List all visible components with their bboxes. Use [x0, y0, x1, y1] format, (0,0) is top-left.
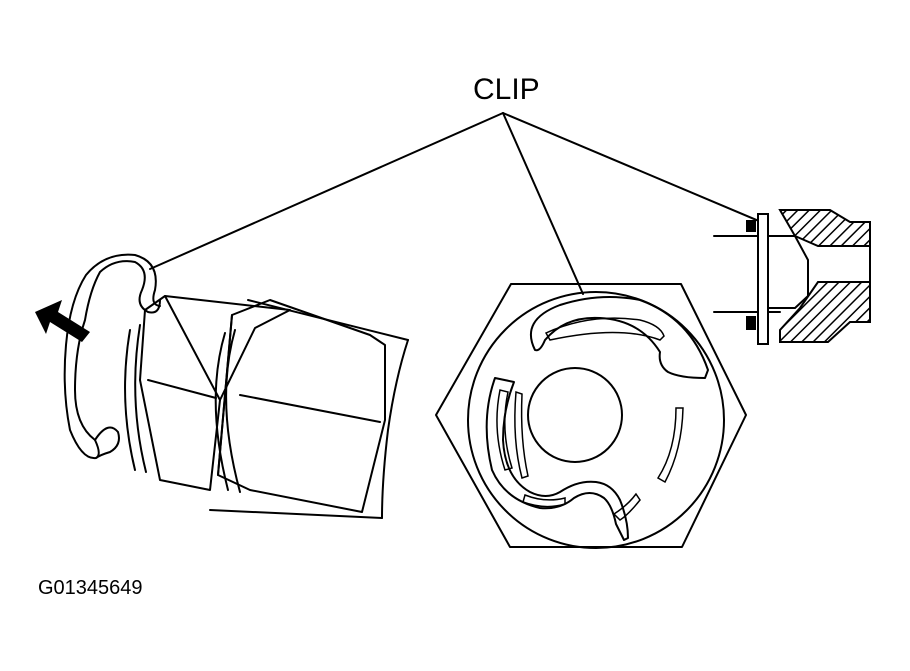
- bore-inner-circle: [527, 367, 623, 463]
- collar-ring: [124, 324, 147, 473]
- leader-line-center: [502, 112, 584, 295]
- figure-id: G01345649: [38, 577, 143, 599]
- hex-nut-rear: [217, 299, 386, 513]
- hose-clip-wire: [63, 253, 161, 460]
- hex-nut-face-view: [435, 283, 747, 549]
- section-upper-body: [778, 209, 871, 247]
- leader-line-left: [149, 112, 504, 270]
- clip-face-outline: [530, 295, 709, 379]
- arrow-icon: [35, 300, 90, 342]
- hose-fitting-side-view: [35, 253, 409, 519]
- hose-cut-end: [381, 339, 409, 519]
- section-bore: [765, 235, 809, 309]
- clip-slot-left: [496, 389, 513, 471]
- leader-lines: [149, 112, 767, 295]
- hex-outline: [435, 283, 747, 548]
- bore-outer-circle: [467, 291, 725, 549]
- section-clip: [757, 213, 769, 345]
- clip-slot-right: [656, 407, 684, 484]
- leader-line-right: [502, 112, 767, 225]
- section-lower-body: [779, 281, 871, 343]
- callout-label: CLIP: [473, 73, 540, 106]
- fitting-cross-section: [713, 209, 871, 345]
- clip-slot-top: [544, 317, 665, 341]
